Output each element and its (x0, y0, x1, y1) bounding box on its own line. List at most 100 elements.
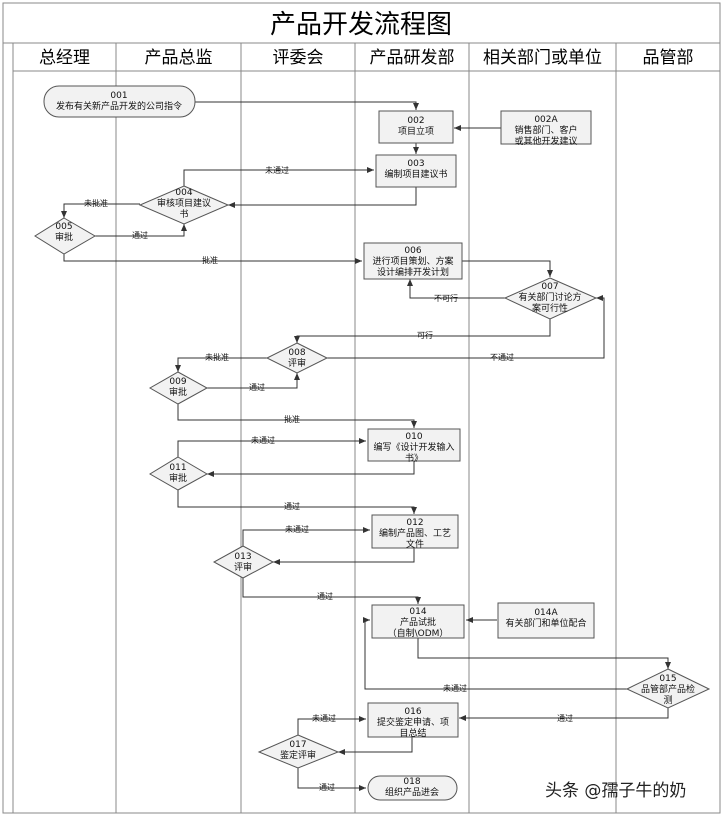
edge-006-007 (462, 260, 553, 277)
lane-labels: 总经理 产品总监 评委会 产品研发部 相关部门或单位 品管部 (39, 48, 694, 68)
edge-013-014 (242, 578, 421, 604)
lane-dividers (12, 43, 617, 813)
edge-013-012 (242, 527, 370, 546)
edge-015-016 (459, 708, 669, 721)
watermark: 头条 @孺子牛的奶 (545, 781, 687, 801)
edge-003-004 (228, 187, 417, 208)
node-004 (138, 185, 230, 225)
lane-header-row (12, 42, 721, 72)
lane-header: 产品总监 (145, 48, 213, 68)
node-005 (34, 217, 96, 255)
lane-header: 相关部门或单位 (483, 48, 602, 68)
edge-007-006 (407, 279, 505, 299)
edge-008-009 (175, 357, 267, 372)
node-002 (378, 110, 454, 144)
edge-label: 可行 (417, 330, 433, 340)
title-bar (2, 2, 721, 44)
page-title: 产品开发流程图 (270, 10, 452, 40)
edge-label: 通过 (249, 382, 265, 392)
edge-007-008 (294, 319, 551, 343)
node-007 (503, 277, 598, 320)
edge-004-005 (61, 203, 140, 218)
node-006 (363, 242, 463, 280)
edge-label: 通过 (284, 501, 300, 511)
node-014a (497, 602, 595, 639)
edge-009-008 (207, 373, 300, 389)
node-008 (265, 342, 329, 374)
edge-017-016 (297, 716, 366, 735)
edge-017-018 (297, 768, 366, 791)
edge-labels: 未通过未批准通过批准不可行可行不通过未批准通过批准未通过通过未通过通过未通过通过… (84, 165, 573, 792)
edge-009-010 (177, 404, 417, 428)
edge-label: 未通过 (312, 713, 336, 723)
node-009 (148, 371, 209, 405)
edge-011-010 (177, 438, 366, 457)
lane-header: 总经理 (39, 48, 90, 68)
edge-014-015 (417, 638, 671, 669)
edge-label: 批准 (202, 255, 218, 265)
node-014 (371, 604, 465, 639)
edge-012-013 (273, 548, 415, 565)
edge-label: 未批准 (84, 198, 108, 208)
connectors (61, 101, 671, 791)
edge-label: 通过 (557, 713, 573, 723)
edge-label: 不可行 (434, 293, 458, 303)
edge-016-017 (338, 737, 413, 755)
edge-label: 通过 (317, 591, 333, 601)
edge-008-007 (327, 295, 605, 359)
node-001 (43, 85, 196, 118)
node-013 (212, 545, 275, 579)
node-003 (375, 154, 457, 188)
edge-001-002 (195, 101, 419, 110)
edge-label: 批准 (284, 414, 300, 424)
node-016 (367, 702, 459, 738)
node-002a (500, 110, 592, 145)
edge-label: 未通过 (443, 683, 467, 693)
node-015 (625, 668, 711, 709)
edge-label: 未批准 (205, 352, 229, 362)
node-011 (149, 456, 209, 491)
edge-004-003 (183, 167, 374, 186)
edge-010-011 (207, 461, 415, 477)
nodes (34, 85, 711, 801)
edge-label: 未通过 (285, 524, 309, 534)
lane-header: 产品研发部 (370, 48, 455, 68)
edge-label: 不通过 (490, 352, 514, 362)
edge-label: 未通过 (265, 165, 289, 175)
node-018 (367, 775, 458, 801)
lane-header: 评委会 (273, 48, 324, 68)
edge-011-012 (177, 490, 417, 514)
node-010 (367, 428, 461, 462)
lane-header: 品管部 (643, 48, 694, 68)
edge-005-006 (63, 254, 362, 264)
edge-label: 未通过 (251, 435, 275, 445)
edge-005-004 (95, 224, 187, 237)
node-017 (257, 734, 340, 769)
edge-label: 通过 (319, 782, 335, 792)
node-012 (371, 514, 459, 549)
edge-015-014 (363, 617, 627, 690)
